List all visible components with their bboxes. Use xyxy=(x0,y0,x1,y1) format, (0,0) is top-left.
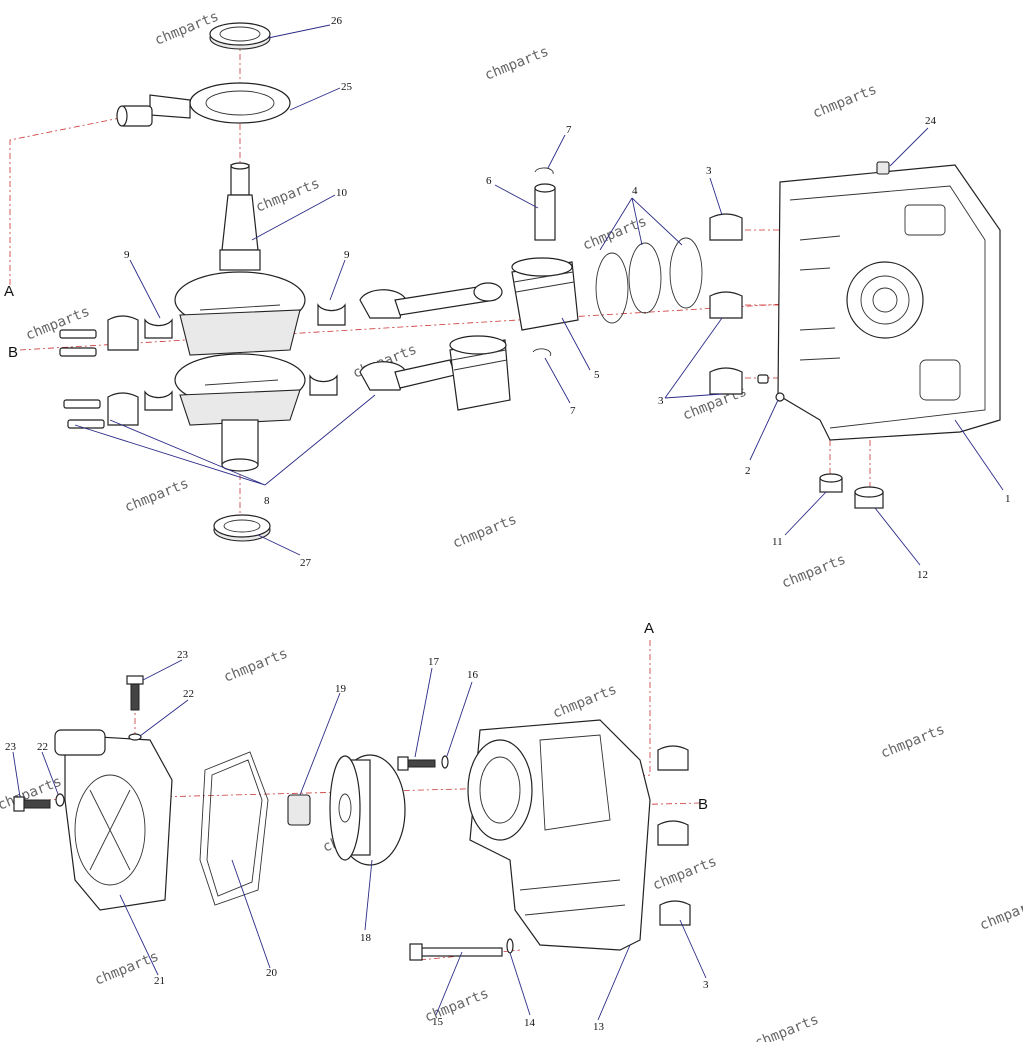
callout-23-top: 23 xyxy=(177,649,189,661)
bolts-8 xyxy=(59,329,105,429)
washer-14 xyxy=(506,938,514,954)
watermark: chmparts xyxy=(753,1012,822,1042)
ref-b-right: B xyxy=(698,796,708,813)
ref-a-top: A xyxy=(4,283,14,300)
bearings-3-lower xyxy=(657,745,691,926)
ref-b-left: B xyxy=(8,344,18,361)
piston-5 xyxy=(511,257,579,331)
watermark: chmparts xyxy=(651,854,720,894)
bearing-halves-9 xyxy=(107,303,346,426)
crankshaft-10 xyxy=(174,162,306,472)
callout-20: 20 xyxy=(266,967,278,979)
callout-9-right: 9 xyxy=(344,249,350,261)
callout-5: 5 xyxy=(594,369,600,381)
callout-3-bottom: 3 xyxy=(703,979,709,991)
piston-rings-4 xyxy=(595,237,703,324)
callout-12: 12 xyxy=(917,569,928,581)
callout-6: 6 xyxy=(486,175,492,187)
callout-18: 18 xyxy=(360,932,372,944)
rotor-18 xyxy=(329,754,406,866)
callouts: 26 25 10 9 9 8 27 6 7 5 7 4 3 3 24 2 1 1… xyxy=(5,15,1011,1033)
callout-24: 24 xyxy=(925,115,937,127)
callout-26: 26 xyxy=(331,15,343,27)
callout-9-left: 9 xyxy=(124,249,130,261)
oil-seal-27 xyxy=(213,514,271,542)
screw-17 xyxy=(397,756,436,771)
sleeve-11 xyxy=(819,473,843,493)
callout-14: 14 xyxy=(524,1017,536,1029)
bearings-3-upper xyxy=(709,213,743,395)
callout-23-left: 23 xyxy=(5,741,17,753)
watermark: chmparts xyxy=(551,682,620,722)
sleeve-12 xyxy=(854,486,884,509)
callout-22-left: 22 xyxy=(37,741,48,753)
callout-22-top: 22 xyxy=(183,688,194,700)
dowel-pin-2 xyxy=(757,374,785,402)
callout-10: 10 xyxy=(336,187,348,199)
watermark: chmparts xyxy=(483,44,552,84)
crankcase-13 xyxy=(467,719,651,951)
callout-2: 2 xyxy=(745,465,751,477)
bolt-23-upper xyxy=(126,675,144,711)
callout-3-middle: 3 xyxy=(658,395,664,407)
circlips-7 xyxy=(532,167,554,357)
leader-lines xyxy=(12,24,1004,1021)
watermark: chmparts xyxy=(879,722,948,762)
callout-1: 1 xyxy=(1005,493,1011,505)
oil-seal-26 xyxy=(209,22,271,50)
watermark: chmparts xyxy=(153,9,222,49)
callout-4: 4 xyxy=(632,185,638,197)
watermark: chmparts xyxy=(581,214,650,254)
callout-8: 8 xyxy=(264,495,270,507)
callout-25: 25 xyxy=(341,81,353,93)
callout-27: 27 xyxy=(300,557,312,569)
long-bolt-15 xyxy=(409,943,503,961)
piston-pin-6 xyxy=(534,183,556,241)
washer-16 xyxy=(441,755,449,769)
callout-15: 15 xyxy=(432,1016,444,1028)
piston-lower xyxy=(449,335,511,411)
watermark: chmparts xyxy=(222,646,291,686)
callout-19: 19 xyxy=(335,683,347,695)
callout-21: 21 xyxy=(154,975,165,987)
ring-bracket-25 xyxy=(116,82,291,127)
watermark: chmparts xyxy=(978,894,1023,934)
callout-3-top: 3 xyxy=(706,165,712,177)
end-cover-21 xyxy=(54,729,173,911)
bolt-23-left xyxy=(13,796,51,812)
cylinder-block-1 xyxy=(777,164,1001,441)
gasket-20 xyxy=(199,751,269,906)
watermark: chmparts xyxy=(123,476,192,516)
connecting-rods xyxy=(359,282,503,391)
callout-16: 16 xyxy=(467,669,479,681)
watermark: chmparts xyxy=(451,512,520,552)
dowel-24 xyxy=(876,161,890,175)
watermark: chmparts xyxy=(254,176,323,216)
watermark: chmparts xyxy=(93,949,162,989)
callout-13: 13 xyxy=(593,1021,605,1033)
callout-11: 11 xyxy=(772,536,783,548)
washer-22-left xyxy=(55,793,65,807)
callout-17: 17 xyxy=(428,656,440,668)
callout-7-bottom: 7 xyxy=(570,405,576,417)
callout-7-top: 7 xyxy=(566,124,572,136)
washer-22-upper xyxy=(128,733,142,741)
ref-a-lower: A xyxy=(644,620,654,637)
watermark: chmparts xyxy=(780,552,849,592)
watermark: chmparts xyxy=(811,82,880,122)
nut-19 xyxy=(287,794,311,826)
reference-letters: A B A B xyxy=(4,283,708,813)
